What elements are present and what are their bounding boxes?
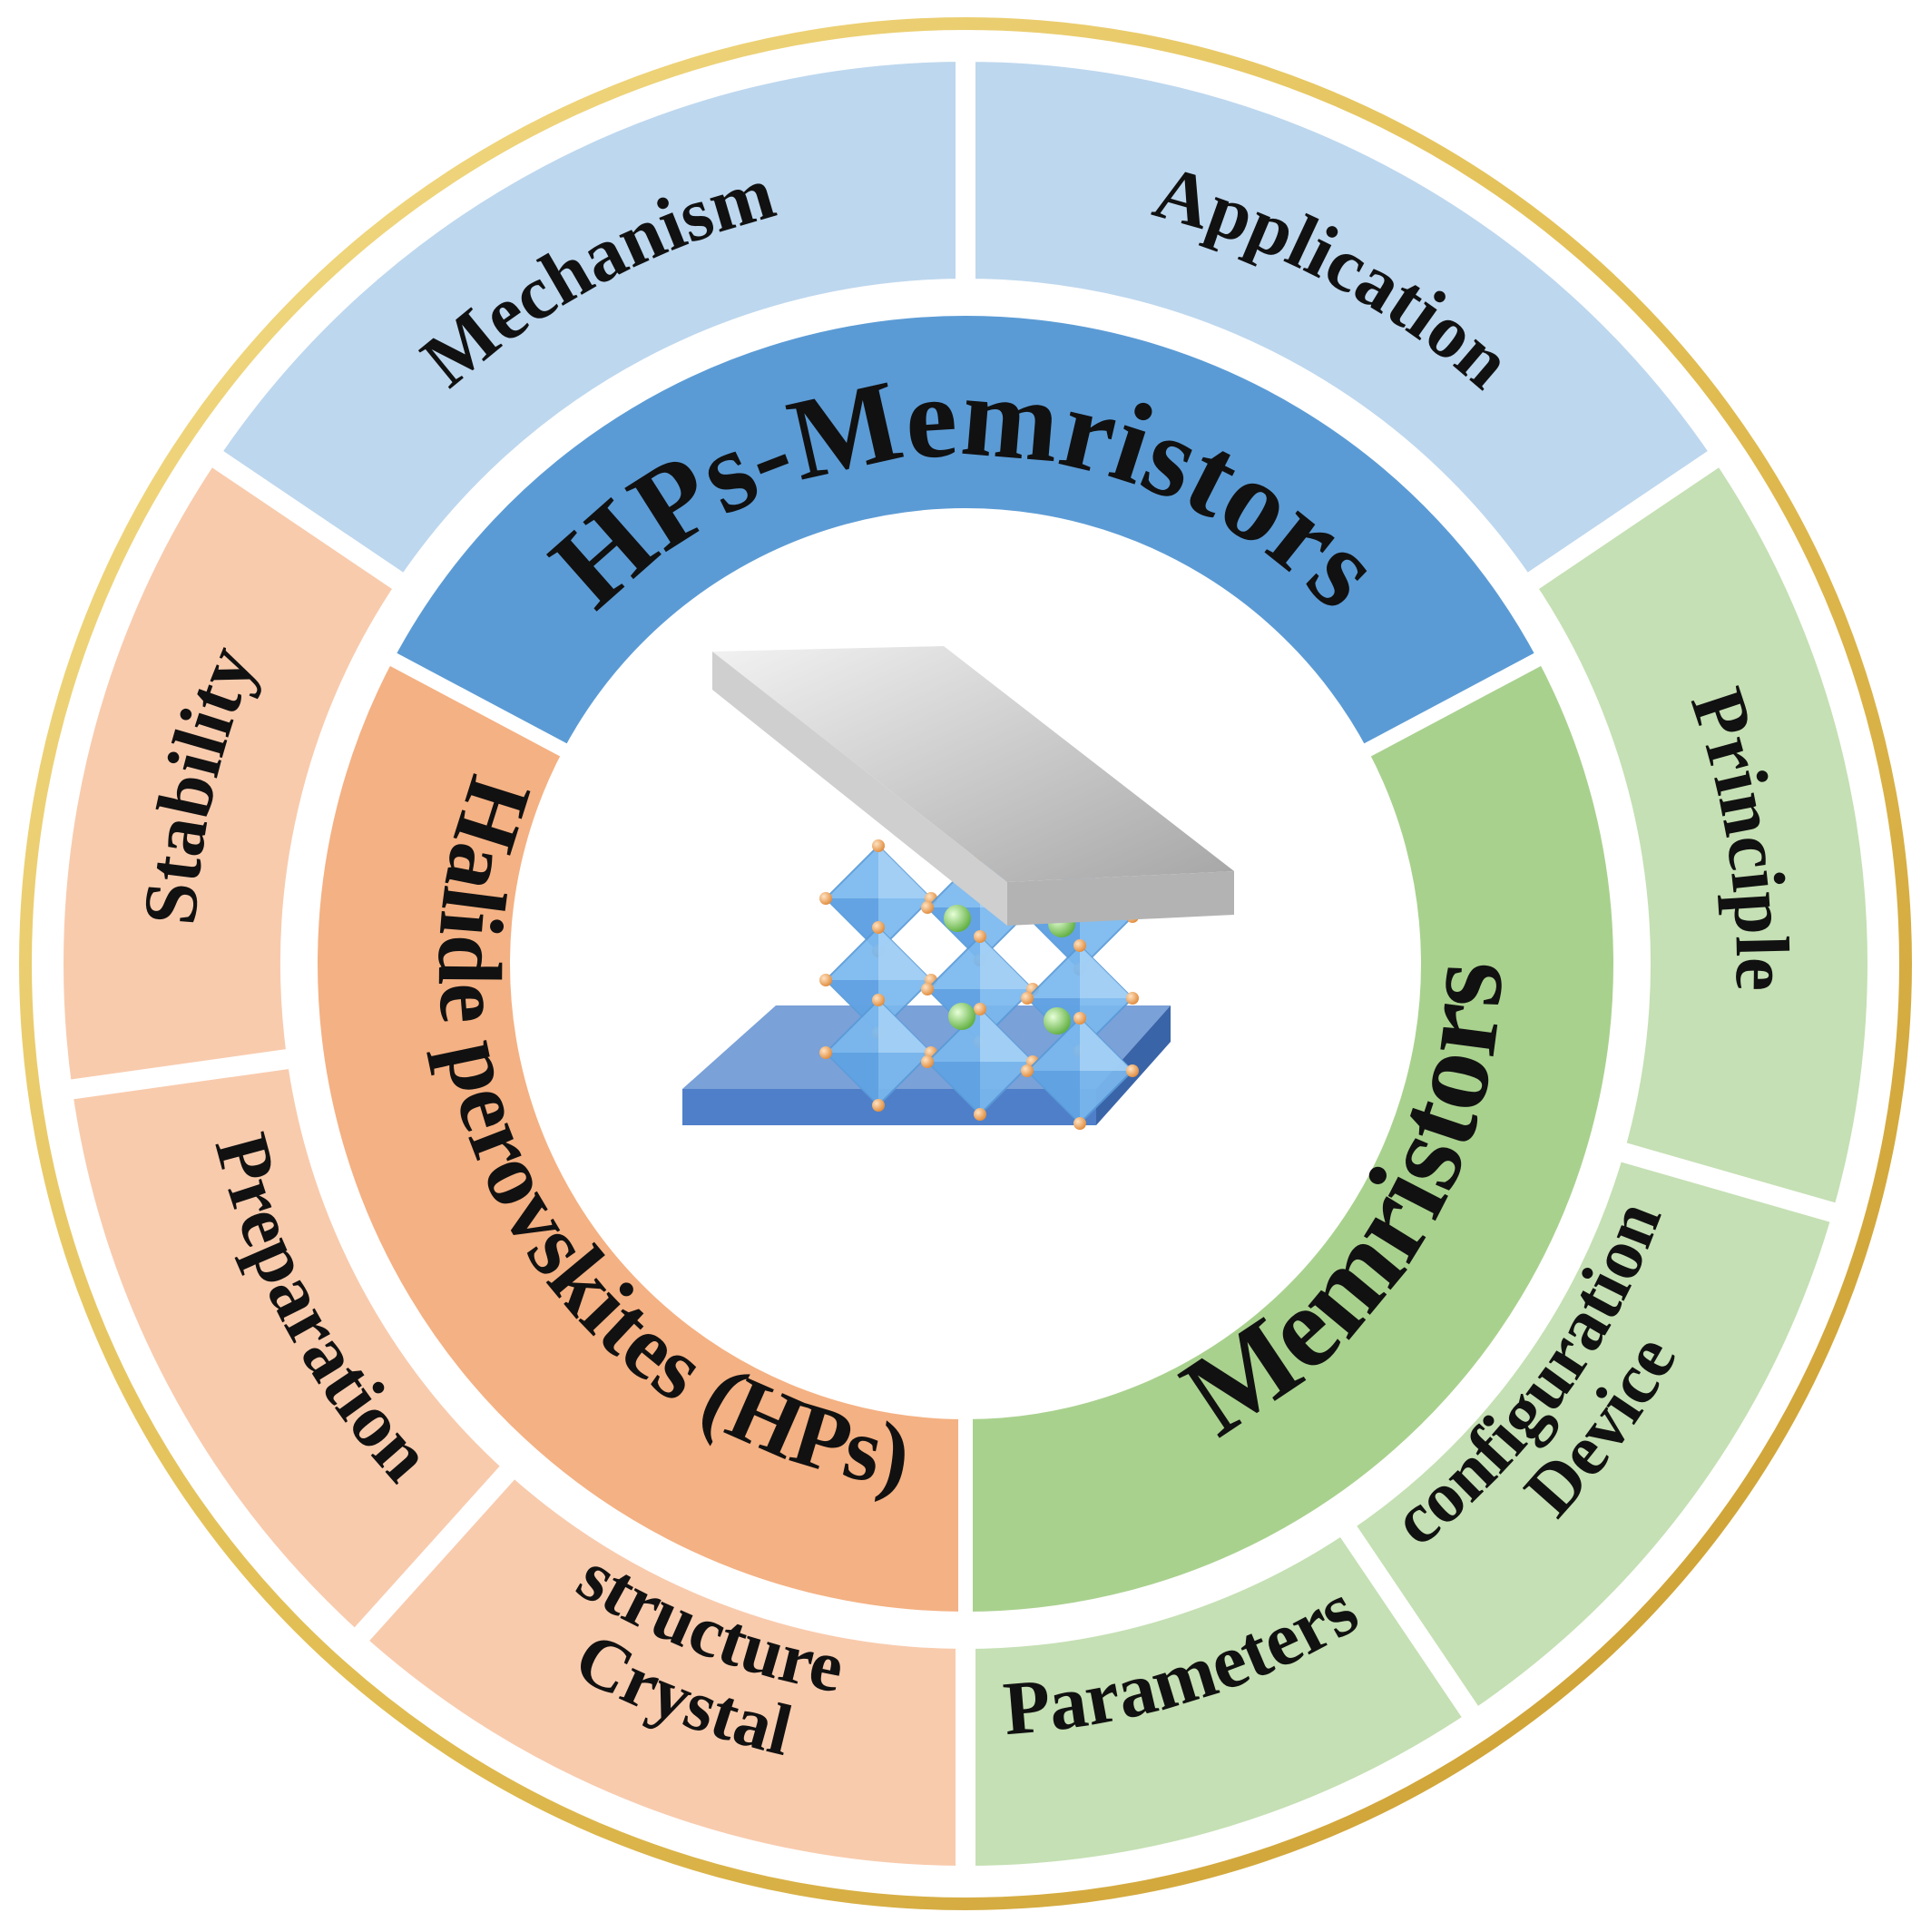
octahedron-7 — [819, 994, 937, 1112]
top-electrode-front — [1007, 871, 1234, 926]
halide-atom — [872, 839, 885, 852]
halide-atom — [819, 974, 832, 986]
top-electrode-side — [712, 652, 1007, 926]
halide-atom — [1073, 1117, 1086, 1130]
outer-gold-border — [19, 17, 1912, 1910]
halide-atom — [1021, 1064, 1034, 1077]
outer-segment-application — [956, 41, 1736, 601]
cation-atom — [948, 1003, 975, 1030]
halide-atom — [819, 892, 832, 905]
memristor-device-icon — [682, 646, 1234, 1130]
halide-atom — [872, 1099, 885, 1112]
halide-atom — [921, 901, 934, 914]
halide-atom — [921, 1055, 934, 1068]
halide-atom — [974, 1108, 986, 1121]
halide-atom — [872, 994, 885, 1006]
halide-atom — [1126, 992, 1139, 1005]
outer-segment-mechanism — [195, 41, 975, 601]
halide-atom — [921, 983, 934, 995]
halide-atom — [1073, 939, 1086, 952]
cation-atom — [1044, 1007, 1071, 1035]
octahedron-9 — [1021, 1012, 1139, 1130]
octahedron-8 — [921, 1003, 1039, 1121]
halide-atom — [1021, 992, 1034, 1005]
outer-segment-stability — [44, 439, 420, 1103]
halide-atom — [819, 1046, 832, 1059]
cation-atom — [944, 905, 971, 932]
halide-atom — [872, 921, 885, 934]
halide-atom — [1126, 1064, 1139, 1077]
outer-segment-principle — [1511, 439, 1887, 1228]
top-electrode-top — [712, 646, 1234, 882]
outer-ring — [44, 41, 1887, 1887]
halide-atom — [974, 1003, 986, 1015]
halide-atom — [1073, 1012, 1086, 1025]
halide-atom — [974, 930, 986, 943]
